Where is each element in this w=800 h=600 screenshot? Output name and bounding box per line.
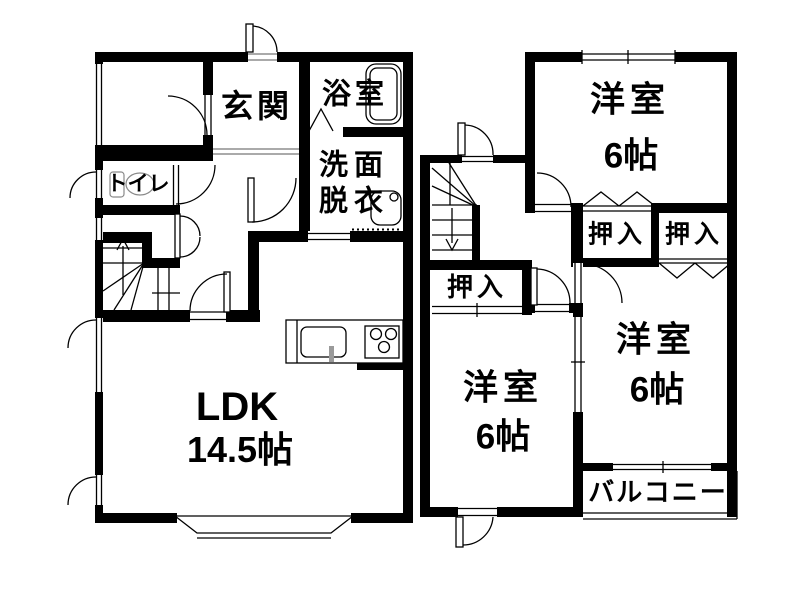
label-room-left-size: 6帖: [475, 417, 531, 457]
stairs-floor1: [102, 237, 180, 311]
walls-floor2: [420, 52, 737, 517]
balcony-rail: [583, 471, 738, 520]
toilet-fixture: [109, 171, 155, 198]
label-closet-stairs: 押入: [446, 272, 508, 302]
label-toilet: トイレ: [106, 172, 170, 196]
bay-window: [174, 515, 354, 539]
label-bathroom: 浴室: [321, 78, 389, 111]
label-closet-top-left: 押入: [587, 220, 647, 249]
label-entrance: 玄関: [220, 88, 294, 124]
washing-machine: [352, 190, 402, 231]
label-room-right: 洋室: [615, 320, 697, 360]
label-room-left: 洋室: [462, 368, 544, 408]
entrance-step: [213, 148, 299, 155]
label-ldk-size: 14.5帖: [186, 429, 294, 470]
bathtub: [365, 63, 402, 125]
label-closet-top-right: 押入: [664, 220, 724, 249]
label-room-right-size: 6帖: [629, 370, 685, 410]
closet-folding-doors: [582, 191, 732, 279]
label-ldk: LDK: [195, 385, 279, 429]
walls-floor1: [95, 52, 413, 523]
sink-tap: [329, 346, 334, 362]
stairs-floor2: [431, 162, 478, 252]
windows: [95, 50, 711, 473]
label-room-top-size: 6帖: [603, 136, 659, 176]
label-room-top: 洋室: [589, 80, 671, 120]
label-balcony: バルコニー: [588, 477, 728, 507]
doors: [67, 23, 623, 548]
label-washroom-line2: 脱衣: [318, 185, 390, 218]
kitchen-counter: [285, 319, 404, 364]
label-washroom-line1: 洗面: [318, 149, 390, 182]
